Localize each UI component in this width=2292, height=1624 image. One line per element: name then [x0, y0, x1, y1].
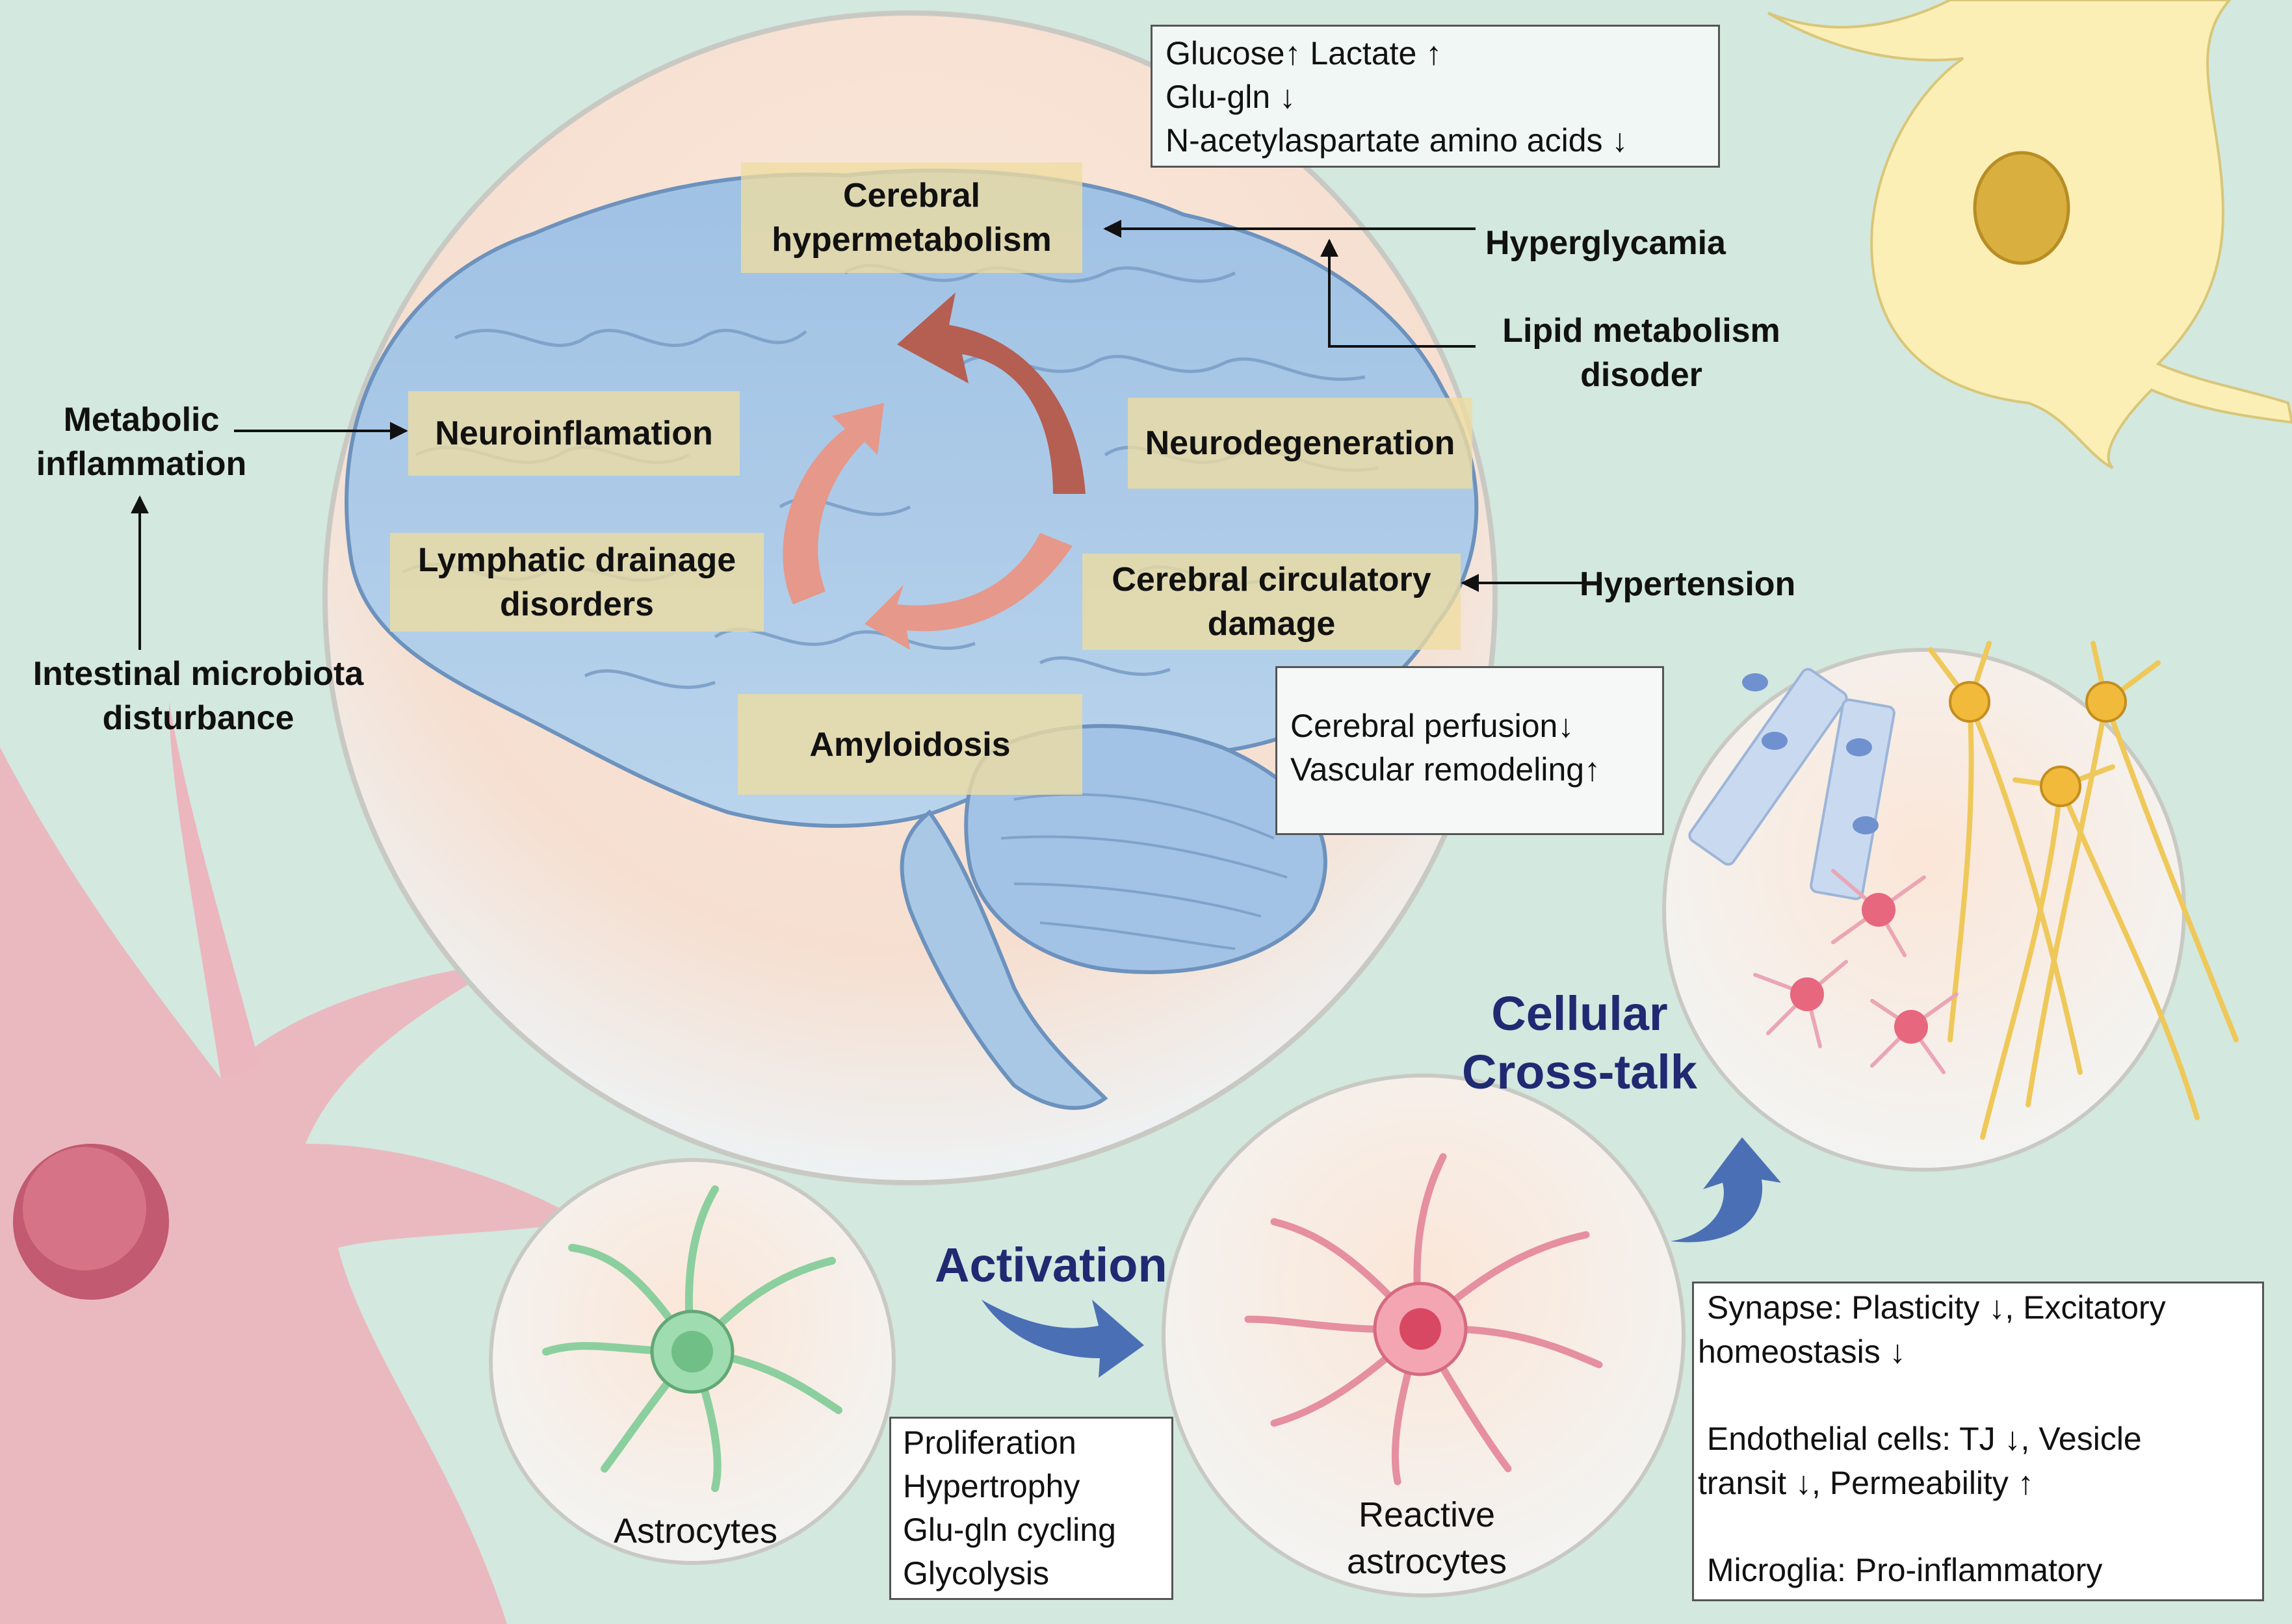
label-neuroinflammation: Neuroinflamation — [408, 391, 740, 476]
activation-title: Activation — [935, 1238, 1167, 1292]
activation-feature: Glu-gln cycling — [903, 1512, 1116, 1548]
activation-features-box: Proliferation Hypertrophy Glu-gln cyclin… — [889, 1417, 1173, 1600]
crosstalk-effects-box: Synapse: Plasticity ↓, Excitatory homeos… — [1692, 1282, 2264, 1601]
label-neurodegeneration: Neurodegeneration — [1128, 398, 1472, 489]
perfusion-box: Cerebral perfusion↓ Vascular remodeling↑ — [1275, 666, 1664, 835]
activation-feature: Hypertrophy — [903, 1468, 1080, 1504]
perfusion-line: Vascular remodeling↑ — [1290, 751, 1601, 788]
yellow-neuron-background — [1767, 0, 2292, 469]
crosstalk-circle — [1662, 641, 2239, 1172]
pink-neuron-background — [0, 702, 585, 1624]
vicious-cycle-arrows — [783, 292, 1086, 650]
label-astrocytes: Astrocytes — [613, 1512, 778, 1551]
perfusion-line: Cerebral perfusion↓ — [1290, 708, 1574, 744]
label-lipid-metabolism: Lipid metabolism disoder — [1502, 312, 1780, 394]
metabolite-line: Glu-gln ↓ — [1166, 79, 1296, 115]
effect-line: homeostasis ↓ — [1698, 1333, 1906, 1370]
label-metabolic-inflammation: Metabolic inflammation — [36, 401, 247, 483]
astrocytes-circle — [489, 1158, 896, 1565]
effect-line — [1698, 1505, 2258, 1549]
effect-line: transit ↓, Permeability ↑ — [1698, 1464, 2034, 1501]
metabolite-line: Glucose↑ Lactate ↑ — [1166, 35, 1442, 71]
label-hyperglycamia: Hyperglycamia — [1485, 224, 1726, 262]
label-cerebral-hypermetabolism: Cerebral hypermetabolism — [741, 162, 1082, 273]
crosstalk-title: Cellular Cross-talk — [1462, 986, 1697, 1099]
label-reactive-astrocytes: Reactive astrocytes — [1346, 1495, 1507, 1581]
activation-arrow — [982, 1300, 1144, 1378]
effect-line: Endothelial cells: TJ ↓, Vesicle — [1698, 1421, 2142, 1457]
effect-line — [1698, 1374, 2258, 1417]
lipid-connector — [1320, 238, 1476, 348]
crosstalk-arrow — [1671, 1137, 1781, 1243]
label-intestinal-microbiota: Intestinal microbiota disturbance — [33, 655, 364, 737]
label-lymphatic-drainage: Lymphatic drainage disorders — [390, 533, 764, 632]
activation-feature: Proliferation — [903, 1424, 1076, 1461]
label-amyloidosis: Amyloidosis — [738, 694, 1082, 795]
activation-feature: Glycolysis — [903, 1555, 1050, 1592]
label-hypertension: Hypertension — [1580, 565, 1796, 603]
effect-line: Synapse: Plasticity ↓, Excitatory — [1698, 1289, 2166, 1326]
reactive-astrocytes-circle — [1162, 1074, 1686, 1597]
connector-arrows — [131, 220, 1586, 650]
effect-line: Microglia: Pro-inflammatory — [1698, 1552, 2103, 1588]
metabolite-line: N-acetylaspartate amino acids ↓ — [1166, 122, 1628, 159]
label-cerebral-circulatory: Cerebral circulatory damage — [1082, 554, 1461, 650]
metabolites-box: Glucose↑ Lactate ↑ Glu-gln ↓ N-acetylasp… — [1151, 25, 1720, 168]
